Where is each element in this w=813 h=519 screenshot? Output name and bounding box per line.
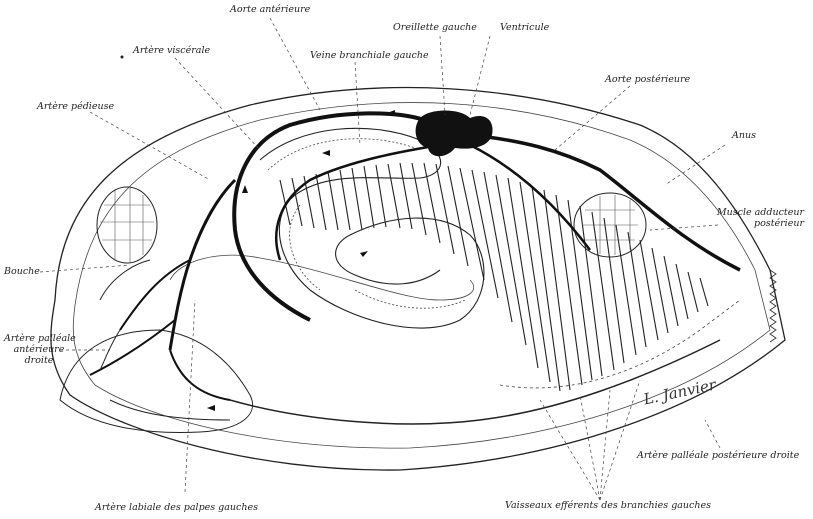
label-artere-palleale-posterieure: Artère palléale postérieure droite: [637, 450, 799, 461]
leader-vaisseaux-2: [580, 395, 600, 500]
leader-artere-palleale-post: [705, 420, 720, 448]
label-artere-palleale-anterieure: Artère palléale antérieure droite: [4, 333, 74, 366]
anterior-adductor-muscle: [97, 187, 157, 263]
leader-artere-viscerale: [175, 58, 260, 150]
label-muscle-adducteur: Muscle adducteur postérieur: [712, 207, 804, 229]
label-muscle-adducteur-line1: Muscle adducteur: [712, 207, 804, 218]
label-aorte-anterieure: Aorte antérieure: [230, 4, 310, 15]
anterior-aorta: [234, 113, 430, 320]
leader-artere-pedieuse: [90, 112, 210, 180]
label-veine-branchiale-gauche: Veine branchiale gauche: [310, 50, 429, 61]
label-artere-pedieuse: Artère pédieuse: [37, 101, 114, 112]
leader-anus: [665, 145, 725, 185]
leader-vaisseaux-4: [600, 380, 640, 500]
posterior-aorta: [470, 135, 740, 270]
leader-ventricule: [470, 36, 490, 115]
label-bouche: Bouche: [4, 266, 40, 277]
mantle-lobe: [60, 330, 253, 433]
leader-artere-labiale: [185, 300, 195, 492]
label-oreillette-gauche: Oreillette gauche: [393, 22, 477, 33]
gill-lamellae: [280, 163, 708, 391]
leader-vaisseaux-3: [600, 390, 610, 500]
label-anus: Anus: [732, 130, 756, 141]
branchial-vein: [276, 145, 440, 260]
label-ventricule: Ventricule: [500, 22, 549, 33]
label-aorte-posterieure: Aorte postérieure: [605, 74, 690, 85]
leader-bouche: [40, 265, 130, 272]
mantle-fringe: [770, 270, 776, 342]
label-artere-viscerale: Artère viscérale: [133, 45, 210, 56]
label-artere-palleale-ant-line3: droite: [4, 355, 74, 366]
label-artere-palleale-ant-line2: antérieure: [4, 344, 74, 355]
label-vaisseaux-efferents: Vaisseaux efférents des branchies gauche…: [505, 500, 711, 511]
label-muscle-adducteur-line2: postérieur: [712, 218, 804, 229]
efferent-vessel: [500, 300, 740, 388]
leader-vaisseaux-1: [540, 400, 600, 500]
label-artere-palleale-ant-line1: Artère palléale: [4, 333, 74, 344]
leader-veine-branchiale: [355, 62, 360, 145]
leader-muscle-adducteur: [650, 225, 718, 230]
label-artere-labiale: Artère labiale des palpes gauches: [95, 502, 258, 513]
pallial-vessel: [230, 340, 720, 424]
